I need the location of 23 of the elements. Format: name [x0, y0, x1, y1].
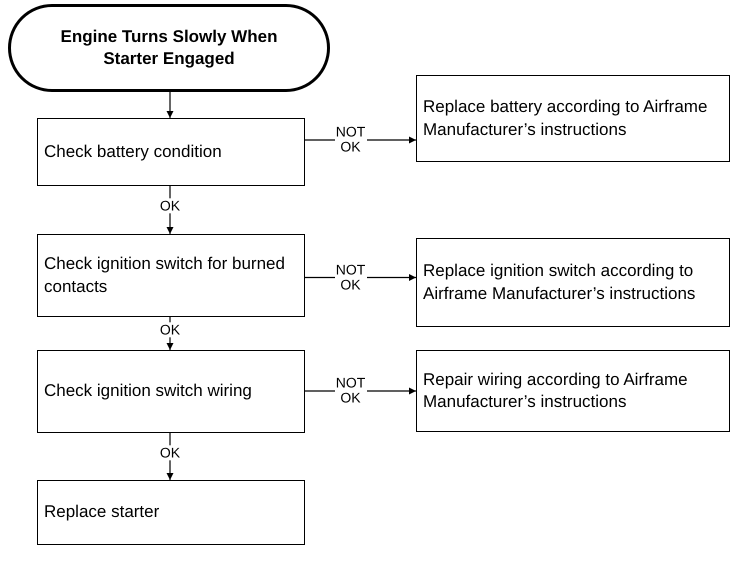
- node-text: Check ignition switch wiring: [44, 380, 252, 402]
- node-text: Replace starter: [44, 501, 160, 524]
- node-text: Replace battery according to Airframe Manufacturer’s instructions: [423, 96, 708, 140]
- node-text: Replace ignition switch according to Airframe Manufacturer’s instructions: [423, 260, 696, 304]
- process-box: [416, 350, 730, 432]
- node-text: Engine Turns Slowly When Starter Engaged: [60, 26, 278, 70]
- node-text: Repair wiring according to Airframe Manufacturer’s instructions: [423, 368, 689, 413]
- edge-label: NOT OK: [334, 262, 366, 293]
- edge-label: OK: [158, 322, 182, 338]
- arrow: [166, 92, 174, 118]
- edge-label: OK: [158, 198, 182, 214]
- node-text: Check battery condition: [44, 140, 222, 163]
- process-box: [37, 118, 305, 186]
- node-text: Check ignition switch for burned contacts: [44, 253, 286, 298]
- process-box: [37, 350, 305, 433]
- process-box: [416, 75, 730, 162]
- arrow: [166, 317, 174, 350]
- arrow: [166, 186, 174, 234]
- process-box: [37, 480, 305, 545]
- process-box: [37, 234, 305, 317]
- process-box: [416, 238, 730, 327]
- edge-label: OK: [158, 444, 182, 460]
- arrow: [166, 433, 174, 480]
